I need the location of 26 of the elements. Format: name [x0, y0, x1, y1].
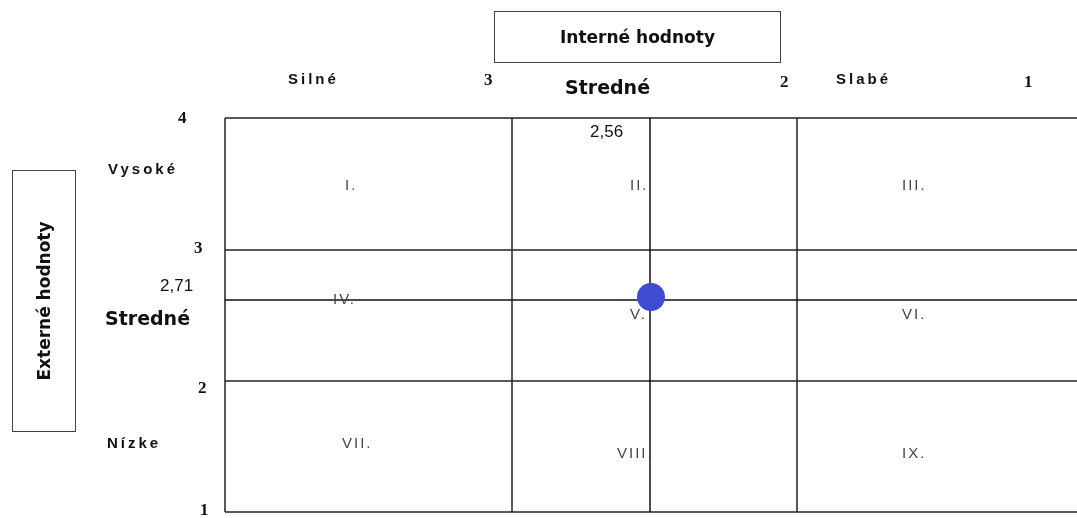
- scale-number: 4: [178, 108, 187, 128]
- scale-number: 1: [1024, 72, 1033, 92]
- quadrant-number: I.: [345, 176, 358, 193]
- scale-number: 1: [200, 500, 209, 518]
- quadrant-number: VII.: [342, 434, 373, 451]
- column-label: Stredné: [565, 76, 651, 98]
- axis-title-box: [494, 11, 781, 63]
- scale-number: 3: [194, 238, 203, 258]
- row-label: Stredné: [105, 307, 191, 329]
- quadrant-number: III.: [902, 176, 927, 193]
- coordinate-value: 2,56: [590, 122, 624, 142]
- scale-number: 2: [780, 72, 789, 92]
- column-label: Slabé: [836, 70, 892, 87]
- axis-title: Externé hodnoty: [34, 221, 54, 381]
- column-label: Silné: [288, 70, 339, 87]
- row-label: Vysoké: [108, 160, 178, 177]
- quadrant-number: VI.: [902, 305, 927, 322]
- axis-title-box: [12, 170, 76, 432]
- coordinate-value: 2,71: [160, 276, 194, 296]
- axis-title: Interné hodnoty: [560, 27, 715, 47]
- quadrant-number: II.: [630, 176, 649, 193]
- row-label: Nízke: [107, 434, 162, 451]
- quadrant-number: IX.: [902, 444, 927, 461]
- scale-number: 2: [198, 378, 207, 398]
- scale-number: 3: [484, 70, 493, 90]
- quadrant-number: V.: [630, 305, 647, 322]
